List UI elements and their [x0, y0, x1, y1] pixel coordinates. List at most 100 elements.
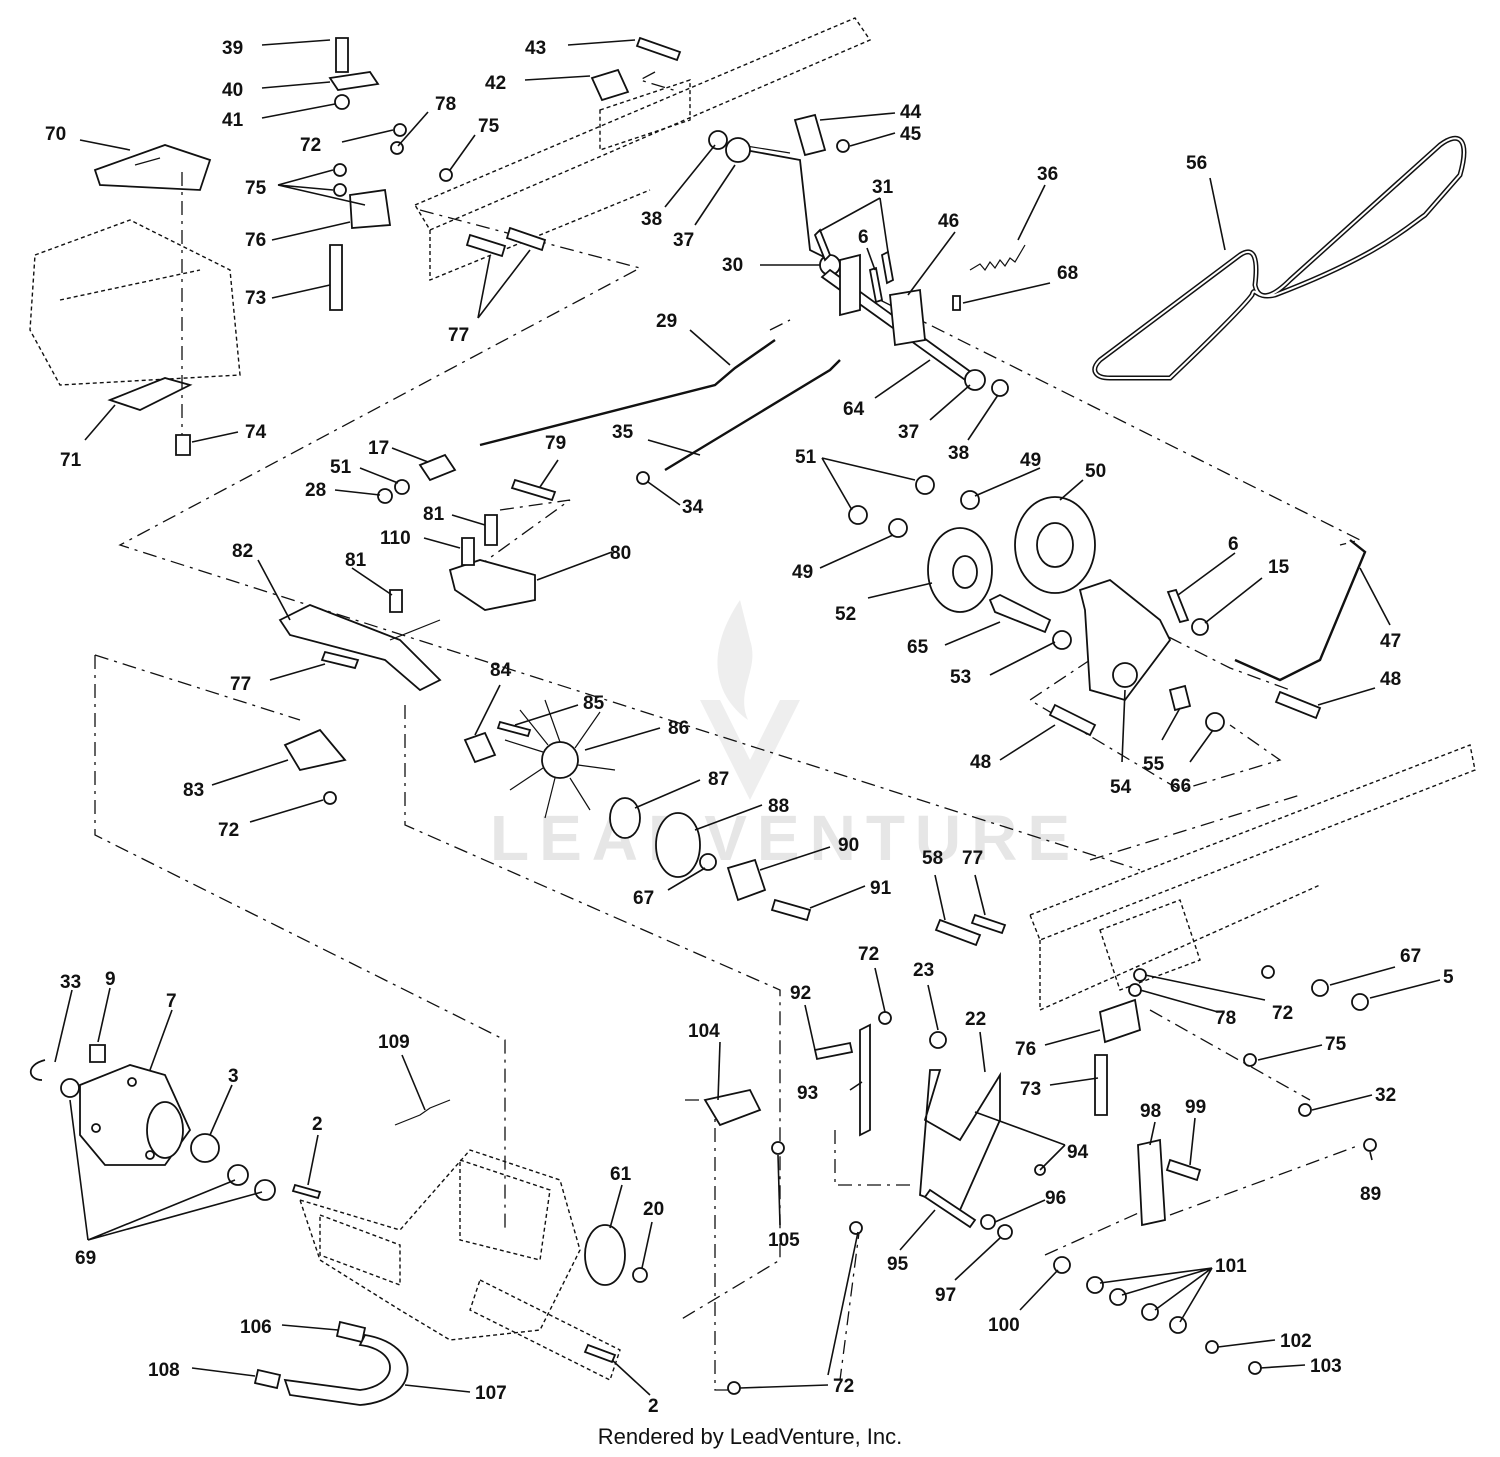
callout-7[interactable]: 7 — [166, 991, 177, 1012]
callout-48[interactable]: 48 — [1380, 669, 1401, 690]
callout-66[interactable]: 66 — [1170, 776, 1191, 797]
callout-41[interactable]: 41 — [222, 110, 244, 131]
callout-106[interactable]: 106 — [240, 1317, 272, 1338]
callout-72[interactable]: 72 — [218, 820, 239, 841]
callout-76[interactable]: 76 — [245, 230, 266, 251]
callout-64[interactable]: 64 — [843, 399, 865, 420]
callout-33[interactable]: 33 — [60, 972, 81, 993]
callout-71[interactable]: 71 — [60, 450, 82, 471]
callout-44[interactable]: 44 — [900, 102, 922, 123]
callout-68[interactable]: 68 — [1057, 263, 1078, 284]
callout-89[interactable]: 89 — [1360, 1184, 1381, 1205]
callout-2[interactable]: 2 — [648, 1396, 659, 1417]
callout-77[interactable]: 77 — [448, 325, 469, 346]
callout-29[interactable]: 29 — [656, 311, 677, 332]
callout-85[interactable]: 85 — [583, 693, 605, 714]
callout-45[interactable]: 45 — [900, 124, 922, 145]
callout-99[interactable]: 99 — [1185, 1097, 1206, 1118]
callout-37[interactable]: 37 — [673, 230, 694, 251]
callout-28[interactable]: 28 — [305, 480, 326, 501]
callout-46[interactable]: 46 — [938, 211, 959, 232]
callout-78[interactable]: 78 — [1215, 1008, 1236, 1029]
callout-87[interactable]: 87 — [708, 769, 729, 790]
callout-102[interactable]: 102 — [1280, 1331, 1312, 1352]
callout-73[interactable]: 73 — [245, 288, 266, 309]
callout-91[interactable]: 91 — [870, 878, 892, 899]
callout-92[interactable]: 92 — [790, 983, 811, 1004]
callout-103[interactable]: 103 — [1310, 1356, 1342, 1377]
callout-6[interactable]: 6 — [1228, 534, 1239, 555]
callout-75[interactable]: 75 — [245, 178, 267, 199]
callout-36[interactable]: 36 — [1037, 164, 1058, 185]
callout-77[interactable]: 77 — [962, 848, 983, 869]
callout-2[interactable]: 2 — [312, 1114, 323, 1135]
callout-90[interactable]: 90 — [838, 835, 859, 856]
callout-84[interactable]: 84 — [490, 660, 512, 681]
callout-97[interactable]: 97 — [935, 1285, 956, 1306]
callout-48[interactable]: 48 — [970, 752, 991, 773]
callout-79[interactable]: 79 — [545, 433, 566, 454]
callout-51[interactable]: 51 — [330, 457, 352, 478]
callout-107[interactable]: 107 — [475, 1383, 507, 1404]
callout-72[interactable]: 72 — [300, 135, 321, 156]
callout-43[interactable]: 43 — [525, 38, 546, 59]
callout-77[interactable]: 77 — [230, 674, 251, 695]
callout-47[interactable]: 47 — [1380, 631, 1401, 652]
callout-81[interactable]: 81 — [423, 504, 445, 525]
callout-96[interactable]: 96 — [1045, 1188, 1066, 1209]
callout-80[interactable]: 80 — [610, 543, 631, 564]
callout-55[interactable]: 55 — [1143, 754, 1165, 775]
callout-100[interactable]: 100 — [988, 1315, 1020, 1336]
callout-86[interactable]: 86 — [668, 718, 689, 739]
callout-31[interactable]: 31 — [872, 177, 894, 198]
callout-20[interactable]: 20 — [643, 1199, 664, 1220]
callout-38[interactable]: 38 — [948, 443, 969, 464]
callout-67[interactable]: 67 — [1400, 946, 1421, 967]
callout-104[interactable]: 104 — [688, 1021, 720, 1042]
callout-22[interactable]: 22 — [965, 1009, 986, 1030]
callout-74[interactable]: 74 — [245, 422, 267, 443]
callout-72[interactable]: 72 — [1272, 1003, 1293, 1024]
callout-35[interactable]: 35 — [612, 422, 634, 443]
callout-81[interactable]: 81 — [345, 550, 367, 571]
callout-83[interactable]: 83 — [183, 780, 204, 801]
callout-9[interactable]: 9 — [105, 969, 116, 990]
callout-95[interactable]: 95 — [887, 1254, 909, 1275]
callout-40[interactable]: 40 — [222, 80, 243, 101]
callout-58[interactable]: 58 — [922, 848, 943, 869]
callout-38[interactable]: 38 — [641, 209, 662, 230]
callout-51[interactable]: 51 — [795, 447, 817, 468]
callout-70[interactable]: 70 — [45, 124, 66, 145]
callout-6[interactable]: 6 — [858, 227, 869, 248]
callout-72[interactable]: 72 — [833, 1376, 854, 1397]
callout-37[interactable]: 37 — [898, 422, 919, 443]
callout-56[interactable]: 56 — [1186, 153, 1207, 174]
callout-75[interactable]: 75 — [478, 116, 500, 137]
callout-53[interactable]: 53 — [950, 667, 971, 688]
callout-32[interactable]: 32 — [1375, 1085, 1396, 1106]
callout-52[interactable]: 52 — [835, 604, 856, 625]
callout-73[interactable]: 73 — [1020, 1079, 1041, 1100]
callout-49[interactable]: 49 — [792, 562, 813, 583]
callout-72[interactable]: 72 — [858, 944, 879, 965]
callout-98[interactable]: 98 — [1140, 1101, 1161, 1122]
callout-17[interactable]: 17 — [368, 438, 389, 459]
callout-5[interactable]: 5 — [1443, 967, 1454, 988]
callout-49[interactable]: 49 — [1020, 450, 1041, 471]
callout-50[interactable]: 50 — [1085, 461, 1106, 482]
callout-105[interactable]: 105 — [768, 1230, 800, 1251]
callout-78[interactable]: 78 — [435, 94, 456, 115]
callout-76[interactable]: 76 — [1015, 1039, 1036, 1060]
callout-69[interactable]: 69 — [75, 1248, 96, 1269]
callout-42[interactable]: 42 — [485, 73, 506, 94]
callout-65[interactable]: 65 — [907, 637, 929, 658]
callout-54[interactable]: 54 — [1110, 777, 1132, 798]
callout-67[interactable]: 67 — [633, 888, 654, 909]
callout-109[interactable]: 109 — [378, 1032, 410, 1053]
callout-110[interactable]: 110 — [380, 528, 411, 549]
callout-88[interactable]: 88 — [768, 796, 789, 817]
callout-94[interactable]: 94 — [1067, 1142, 1089, 1163]
callout-3[interactable]: 3 — [228, 1066, 239, 1087]
callout-39[interactable]: 39 — [222, 38, 243, 59]
callout-93[interactable]: 93 — [797, 1083, 818, 1104]
